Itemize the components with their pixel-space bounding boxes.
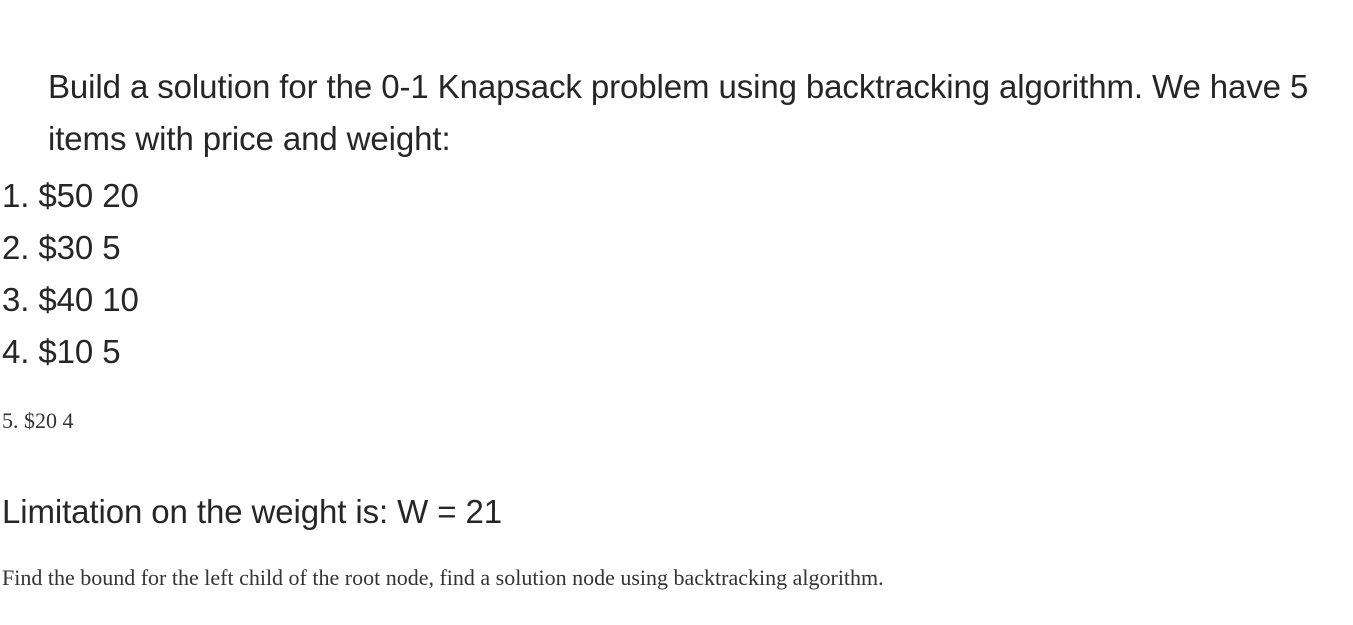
list-item-five: 5. $20 4 bbox=[2, 408, 74, 433]
list-item: 1. $50 20 bbox=[2, 177, 139, 214]
item-list: 1. $50 20 2. $30 5 3. $40 10 4. $10 5 bbox=[2, 170, 702, 378]
closing-instruction: Find the bound for the left child of the… bbox=[2, 565, 884, 590]
list-item: 2. $30 5 bbox=[2, 229, 121, 266]
list-item: 3. $40 10 bbox=[2, 281, 139, 318]
intro-paragraph: Build a solution for the 0-1 Knapsack pr… bbox=[48, 68, 1318, 157]
weight-limitation-heading: Limitation on the weight is: W = 21 bbox=[2, 493, 503, 530]
list-item: 4. $10 5 bbox=[2, 333, 121, 370]
